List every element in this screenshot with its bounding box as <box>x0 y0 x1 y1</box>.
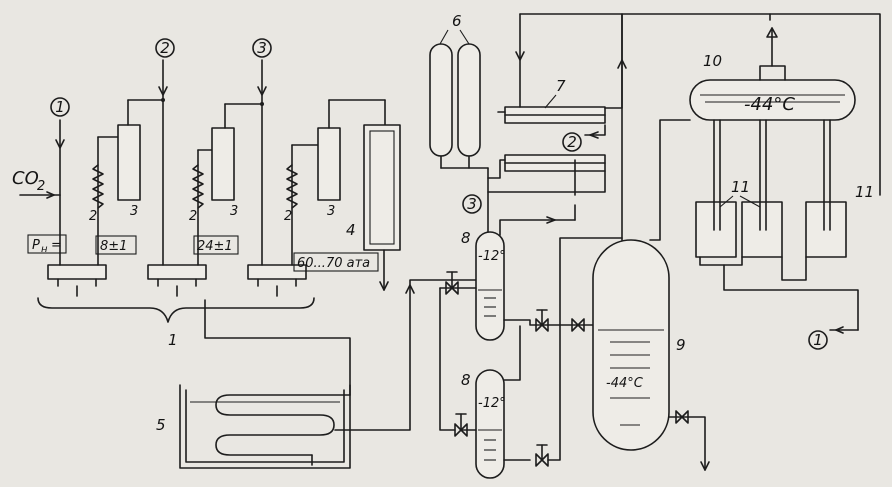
callout-6: 6 <box>452 12 462 30</box>
stream-1-label: 1 <box>55 98 65 116</box>
callout-5: 5 <box>156 416 166 434</box>
separator-vessel-10 <box>689 27 856 121</box>
co2-label: CO <box>12 168 39 189</box>
callout-11-a: 11 <box>731 178 750 196</box>
callout-3-b: 3 <box>230 204 238 219</box>
compressors-brace <box>37 297 315 323</box>
separator-8-lower <box>461 237 623 479</box>
valves <box>445 271 689 467</box>
callout-3-a: 3 <box>130 204 138 219</box>
cooler-bath-5 <box>179 279 489 469</box>
callout-11-b: 11 <box>855 183 874 201</box>
temp-sep-upper: -12° <box>478 249 506 264</box>
compressor-stage-1 <box>19 119 141 297</box>
separator-8-upper <box>439 231 594 431</box>
pn-eq: = <box>51 238 62 253</box>
pn-label: P <box>32 238 40 253</box>
pressure-stage-2: 24±1 <box>197 239 233 254</box>
callout-9: 9 <box>676 336 686 354</box>
compressor-stage-2 <box>127 59 235 297</box>
diagram-labels: 1 2 3 CO 2 P н = 8±1 24±1 60...70 ата 2 … <box>12 12 874 434</box>
compressor-stage-3 <box>224 59 386 297</box>
temp-sep-lower: -12° <box>478 396 506 411</box>
stream-3-label: 3 <box>257 39 267 57</box>
callout-3-c: 3 <box>327 204 335 219</box>
top-header-line <box>519 13 881 196</box>
pn-subscript: н <box>41 244 48 255</box>
callout-2-c: 2 <box>284 209 292 224</box>
temp-vessel-10: -44°C <box>744 94 795 115</box>
pressure-stage-1: 8±1 <box>100 239 127 254</box>
callout-8-lower: 8 <box>461 371 471 389</box>
stream-3-return: 3 <box>467 195 477 213</box>
callout-1: 1 <box>168 331 178 349</box>
pressure-stage-3: 60...70 ата <box>297 256 370 271</box>
evaporators-11 <box>695 119 859 334</box>
callout-10: 10 <box>703 52 722 70</box>
stream-2-label: 2 <box>160 39 170 57</box>
temp-receiver-9: -44°C <box>606 376 644 391</box>
receiver-9 <box>592 119 710 471</box>
adsorbers-6 <box>429 43 489 281</box>
drier-column-4 <box>363 124 401 291</box>
callout-4: 4 <box>346 221 356 239</box>
heat-exchanger-7 <box>487 13 623 236</box>
stream-2-return: 2 <box>567 133 577 151</box>
callout-7: 7 <box>556 77 566 95</box>
stream-1-return: 1 <box>813 331 823 349</box>
callout-2-b: 2 <box>189 209 197 224</box>
callout-2-a: 2 <box>89 209 97 224</box>
co2-subscript: 2 <box>37 179 45 194</box>
callout-8-upper: 8 <box>461 229 471 247</box>
